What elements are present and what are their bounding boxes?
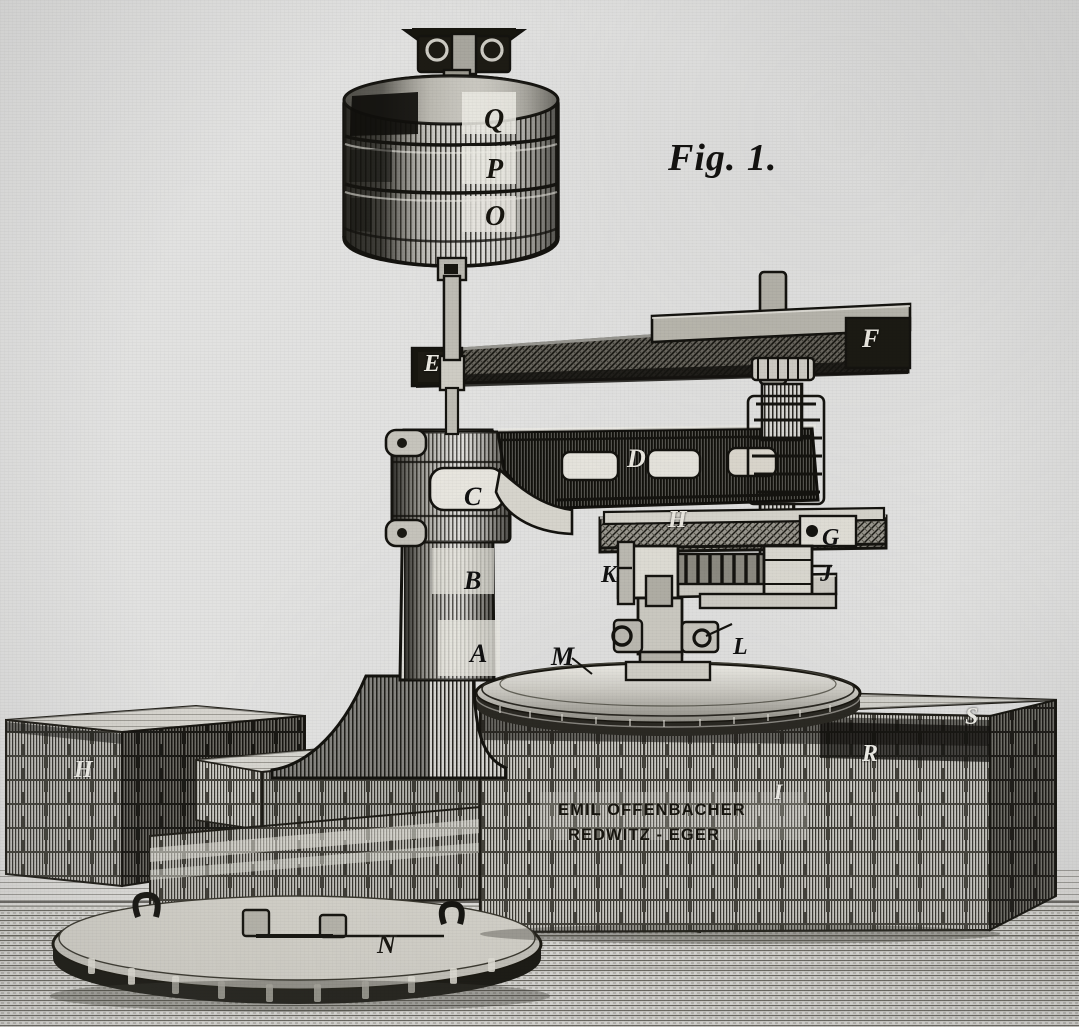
part-label-S: S [965,704,979,730]
part-label-K: K [601,562,618,588]
part-label-C: C [464,482,482,511]
part-label-R: R [862,741,879,767]
lever-arm [410,302,912,388]
part-label-F: F [862,324,880,353]
cross-beam-D [494,424,820,536]
figure-title: Fig. 1. [668,137,778,179]
part-label-P: P [486,154,504,185]
loose-lid-plate [51,891,543,1004]
part-label-O: O [485,201,506,232]
part-label-Q: Q [484,104,505,135]
maker-inscription-line2: REDWITZ - EGER [568,826,720,844]
part-label-H: H [668,507,688,533]
part-label-M: M [551,642,575,671]
part-label-H2: H [74,757,94,783]
maker-inscription-line1: EMIL OFFENBACHER [558,801,746,819]
part-label-A: A [470,639,488,668]
machine-column [270,428,512,780]
part-label-D: D [627,444,647,473]
valve-fitting-cluster [571,574,733,682]
part-label-E: E [424,351,441,377]
weight-stack [342,74,560,282]
part-label-B: B [464,566,482,595]
part-label-J: J [820,561,833,587]
weight-shaft-lower [442,274,462,436]
part-label-L: L [733,634,749,660]
cast-shadows [50,924,1000,1012]
part-label-G: G [822,525,840,551]
part-label-I: I [774,779,784,804]
upper-bracket-C [384,428,512,548]
vessel-lid-disc [474,661,862,736]
part-label-N: N [377,930,397,959]
